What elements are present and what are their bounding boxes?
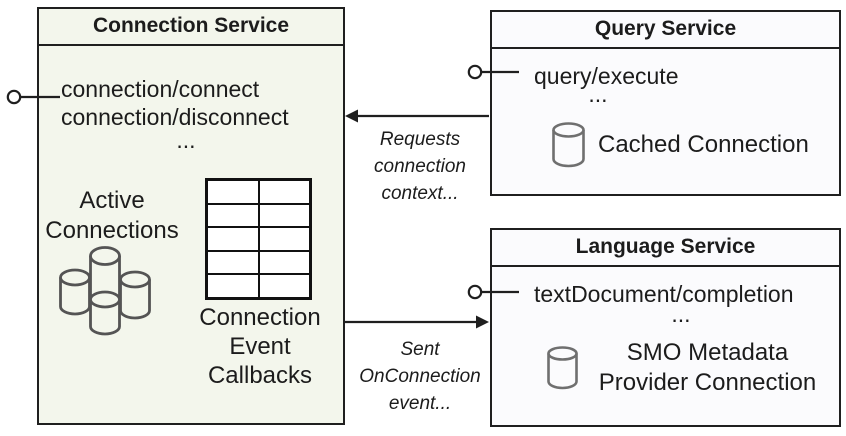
- connection-event-callbacks-label: Connection Event Callbacks: [199, 304, 321, 389]
- active-connections-label: Active Connections: [45, 187, 179, 244]
- database-cluster-icon: [59, 246, 151, 336]
- smo-provider-row: SMO Metadata Provider Connection: [547, 338, 825, 398]
- table-cell: [207, 250, 259, 275]
- table-cell: [207, 227, 259, 251]
- table-cell: [258, 250, 310, 275]
- arrow-left-icon: [345, 109, 489, 123]
- cylinder-left: [59, 268, 91, 316]
- sent-onconnection-event-label: Sent OnConnection event...: [359, 339, 481, 414]
- ellipsis-label: ...: [176, 127, 196, 153]
- database-cylinder-icon: [552, 122, 585, 168]
- language-service-box: Language Service textDocument/completion…: [490, 228, 841, 427]
- query-service-box: Query Service query/execute ... Cached C…: [490, 10, 841, 196]
- grid-table-icon: [205, 178, 312, 300]
- table-cell: [207, 274, 259, 298]
- connection-service-title: Connection Service: [39, 9, 343, 46]
- smo-metadata-provider-label: SMO Metadata Provider Connection: [598, 339, 817, 396]
- connection-service-methods: connection/connect connection/disconnect: [61, 75, 289, 131]
- cylinder-right: [119, 270, 151, 320]
- table-cell: [258, 203, 310, 228]
- table-cell: [207, 203, 259, 228]
- query-service-title: Query Service: [492, 12, 839, 49]
- table-cell: [207, 180, 259, 204]
- ellipsis-label: ...: [671, 301, 691, 327]
- method-label: connection/disconnect: [61, 104, 289, 130]
- ellipsis-label: ...: [588, 81, 608, 107]
- connection-service-box: Connection Service connection/connect co…: [37, 7, 345, 425]
- method-label: query/execute: [534, 63, 679, 89]
- cached-connection-label: Cached Connection: [598, 131, 809, 158]
- table-cell: [258, 180, 310, 204]
- method-label: textDocument/completion: [534, 281, 794, 307]
- arrow-right-icon: [345, 315, 489, 329]
- language-service-title: Language Service: [492, 230, 839, 267]
- requests-connection-context-label: Requests connection context...: [374, 129, 466, 204]
- cached-connection-row: Cached Connection: [552, 122, 809, 168]
- cylinder-bottom-center: [89, 290, 121, 336]
- table-cell: [258, 274, 310, 298]
- method-label: connection/connect: [61, 76, 260, 102]
- database-cylinder-icon: [547, 346, 578, 390]
- table-cell: [258, 227, 310, 251]
